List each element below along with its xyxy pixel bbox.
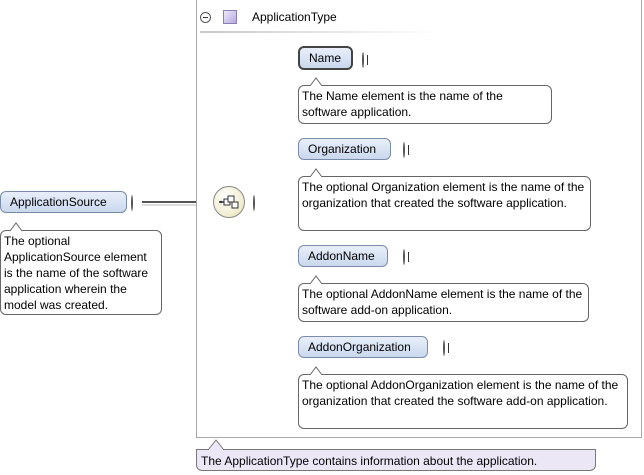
expand-icon[interactable] bbox=[403, 249, 405, 265]
sequence-compositor[interactable] bbox=[213, 186, 245, 218]
complex-type-icon bbox=[223, 10, 237, 24]
element-annotation: The optional AddonName element is the na… bbox=[298, 283, 589, 322]
collapse-icon[interactable] bbox=[253, 195, 255, 211]
sequence-icon bbox=[219, 195, 239, 209]
expand-icon[interactable] bbox=[362, 52, 364, 68]
element-addon-organization[interactable]: AddonOrganization bbox=[298, 336, 428, 358]
element-annotation: The Name element is the name of the soft… bbox=[298, 85, 552, 124]
header-divider bbox=[200, 31, 438, 33]
collapse-icon[interactable] bbox=[131, 195, 133, 211]
element-label: ApplicationSource bbox=[10, 195, 107, 209]
element-organization[interactable]: Organization bbox=[298, 138, 391, 160]
element-annotation: The optional Organization element is the… bbox=[298, 176, 591, 231]
expand-icon[interactable] bbox=[443, 340, 445, 356]
element-application-source[interactable]: ApplicationSource bbox=[0, 191, 127, 213]
element-annotation: The optional AddonOrganization element i… bbox=[298, 374, 628, 429]
expand-icon[interactable] bbox=[403, 142, 405, 158]
element-annotation: The optional ApplicationSource element i… bbox=[0, 230, 162, 315]
complex-type-header: ApplicationType bbox=[200, 8, 337, 26]
collapse-icon[interactable] bbox=[200, 11, 211, 23]
element-addon-name[interactable]: AddonName bbox=[298, 245, 388, 267]
element-name[interactable]: Name bbox=[298, 46, 353, 70]
complex-type-annotation: The ApplicationType contains information… bbox=[196, 449, 596, 471]
complex-type-name: ApplicationType bbox=[252, 10, 337, 24]
